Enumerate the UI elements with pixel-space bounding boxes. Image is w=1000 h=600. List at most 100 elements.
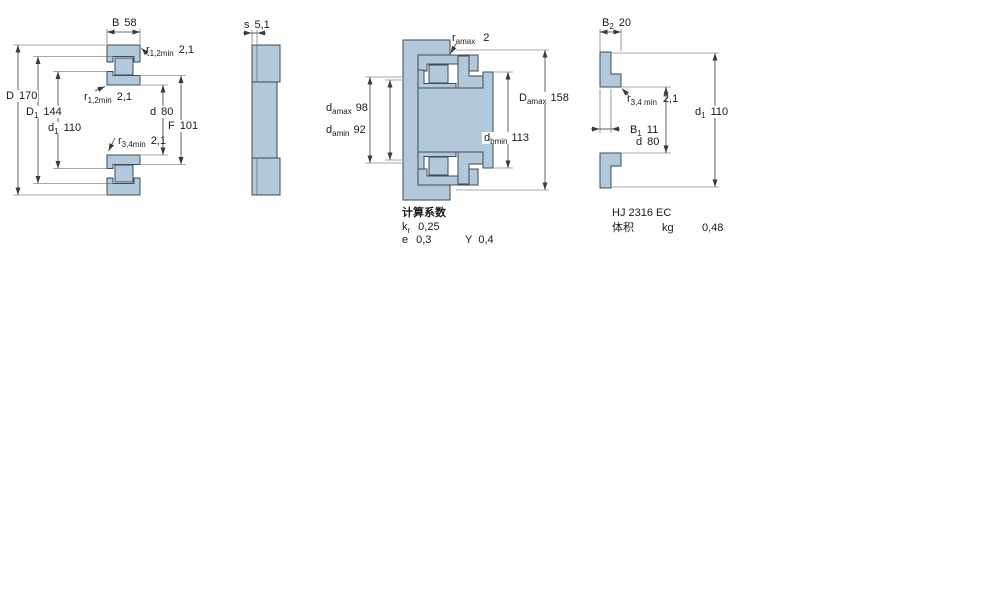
- dim-value: 2,1: [117, 91, 132, 103]
- dim-base: d: [636, 136, 642, 148]
- leader-r12-inner: [94, 86, 106, 92]
- label-mask: [517, 92, 567, 104]
- dim-base: D: [519, 92, 527, 104]
- factor-y: Y 0,4: [465, 234, 494, 246]
- dim-value: 20: [619, 17, 631, 29]
- dim-sub: 1: [701, 111, 706, 120]
- leader-r12-top: [141, 47, 150, 57]
- dim-sub: 1: [637, 129, 642, 138]
- dim-label-da-max: damax 98: [326, 102, 368, 116]
- dim-sub: 2: [609, 22, 614, 31]
- dim-base: r: [118, 135, 122, 147]
- mass-unit: kg: [662, 222, 674, 234]
- hj-ring-bottom-section: [599, 152, 622, 189]
- factor-base: Y: [465, 234, 473, 246]
- dim-label-da-min: damin 92: [326, 124, 366, 138]
- dim-sub: 3,4min: [122, 140, 146, 149]
- inner-ring-top-section: [106, 71, 141, 86]
- dim-base: r: [84, 91, 88, 103]
- dim-value: 101: [180, 120, 198, 132]
- label-mask: [166, 120, 198, 132]
- dim-sub: 1: [34, 111, 39, 120]
- dim-label-r12-inner: r1,2min 2,1: [84, 91, 132, 105]
- leader-ra: [450, 43, 457, 54]
- dim-value: 80: [161, 106, 173, 118]
- factor-sub: r: [408, 226, 411, 235]
- dim-base: r: [452, 32, 456, 44]
- label-mask: [482, 132, 530, 144]
- dim-sub: amax: [332, 107, 352, 116]
- dim-base: B: [630, 124, 637, 136]
- label-mask: [46, 122, 82, 134]
- dim-value: 98: [356, 102, 368, 114]
- dim-base: d: [695, 106, 701, 118]
- mount-roller-bottom-section: [428, 156, 449, 176]
- ring-top-block: [251, 44, 281, 83]
- factor-value: 0,4: [478, 234, 493, 246]
- dim-value: 11: [647, 124, 658, 136]
- dim-sub: 1: [54, 127, 59, 136]
- ring-bottom-block: [251, 157, 281, 196]
- inner-ring-bottom-section: [106, 154, 141, 169]
- dim-base: r: [146, 44, 150, 56]
- dim-value: 113: [511, 132, 529, 144]
- mass-label: 体积: [612, 220, 634, 234]
- dim-value: 170: [19, 90, 37, 102]
- ring-middle-block: [251, 81, 278, 159]
- outer-ring-bottom-section: [106, 177, 141, 196]
- dim-base: d: [484, 132, 490, 144]
- dim-value: 158: [551, 92, 569, 104]
- mass-value: 0,48: [702, 222, 723, 234]
- label-mask: [147, 106, 177, 118]
- dim-sub: 3,4 min: [631, 98, 657, 107]
- dim-value: 110: [64, 122, 82, 134]
- mount-hj-ring-bottom-section: [457, 151, 484, 185]
- dim-sub: 1,2min: [88, 96, 112, 105]
- dim-base: d: [326, 124, 332, 136]
- label-mask: [693, 106, 735, 118]
- dim-base: d: [48, 122, 54, 134]
- dim-base: D: [26, 106, 34, 118]
- designation-text: HJ 2316 EC: [612, 207, 671, 219]
- dim-value: 2,1: [663, 93, 678, 105]
- dim-label-F: F 101: [168, 120, 198, 132]
- dim-sub: amin: [332, 129, 349, 138]
- dim-value: 92: [353, 124, 365, 136]
- dim-value: 80: [647, 136, 659, 148]
- dim-base: B: [602, 17, 609, 29]
- factor-value: 0,3: [416, 234, 431, 246]
- dim-base: d: [326, 102, 332, 114]
- dim-value: 2,1: [151, 135, 166, 147]
- dim-label-d1: d1 110: [48, 122, 81, 136]
- dim-base: B: [112, 17, 119, 29]
- dim-label-db-min: dbmin 113: [484, 132, 529, 146]
- dim-value: 5,1: [255, 19, 270, 31]
- factor-value: 0,25: [418, 221, 439, 233]
- dim-value: 110: [711, 106, 729, 118]
- dim-base: F: [168, 120, 175, 132]
- outer-ring-top-section: [106, 44, 141, 63]
- dim-sub: bmin: [490, 137, 507, 146]
- calc-factors-title: 计算系数: [402, 205, 447, 219]
- dim-label-B2: B2 20: [602, 17, 631, 31]
- dim-label-D1: D1 144: [26, 106, 62, 120]
- dim-value: 144: [43, 106, 61, 118]
- label-mask: [4, 90, 38, 102]
- leader-r34: [108, 137, 116, 152]
- dim-label-r34: r3,4min 2,1: [118, 135, 166, 149]
